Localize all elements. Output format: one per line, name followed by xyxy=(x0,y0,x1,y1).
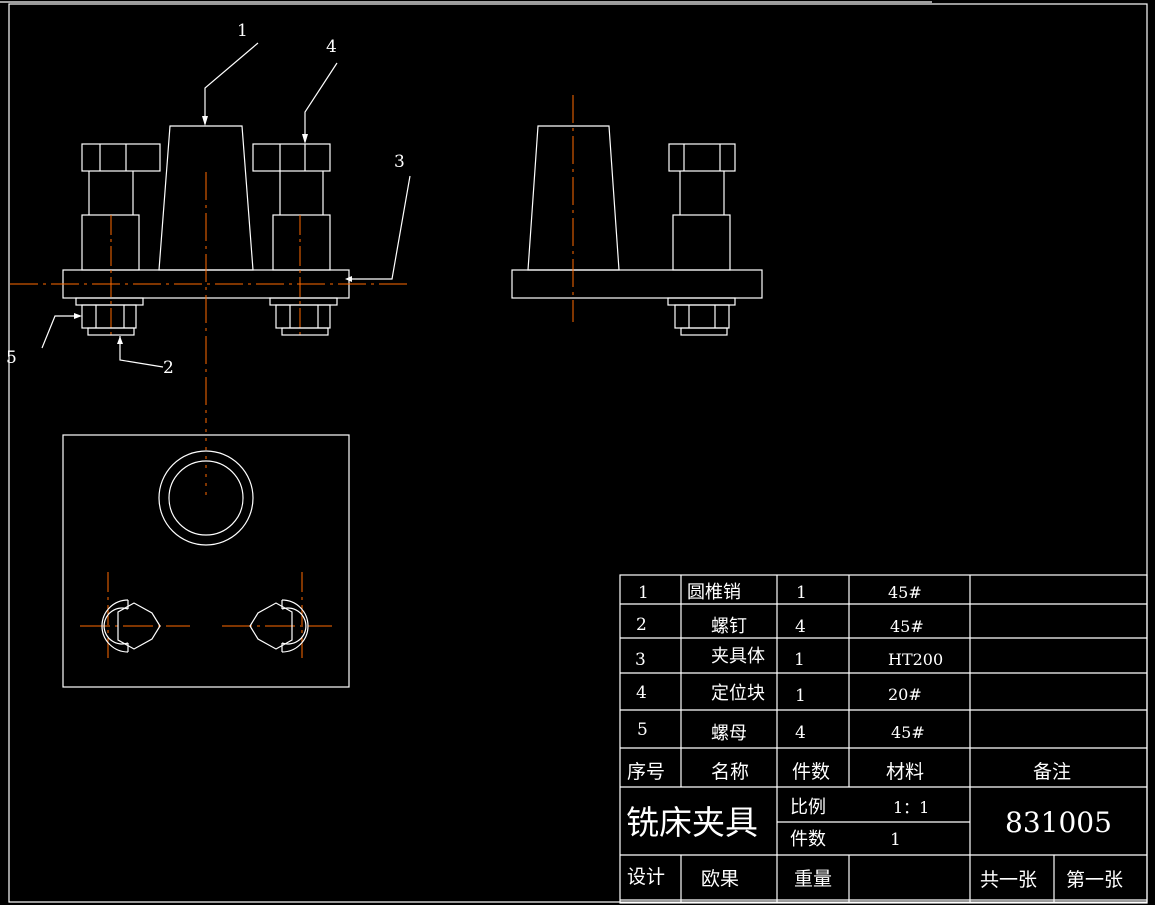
side-view xyxy=(511,95,763,336)
scale-value: 1：1 xyxy=(893,798,929,817)
count-value: 1 xyxy=(890,830,901,850)
bom-header: 序号 名称 件数 材料 备注 xyxy=(627,761,1071,783)
bom-no: 5 xyxy=(637,720,648,740)
count-label: 件数 xyxy=(790,829,826,850)
title-block xyxy=(619,574,1148,904)
bom-qty: 1 xyxy=(795,686,806,706)
header-material: 材料 xyxy=(886,761,924,783)
top-view xyxy=(62,434,350,688)
callout-4: 4 xyxy=(326,37,337,57)
callout-2: 2 xyxy=(163,358,174,378)
sheet-number: 第一张 xyxy=(1066,869,1123,891)
header-qty: 件数 xyxy=(792,761,830,783)
drawing-title: 铣床夹具 xyxy=(626,803,758,842)
right-locating-block xyxy=(249,599,309,653)
left-locating-block xyxy=(101,599,161,653)
bom-material: 45# xyxy=(888,583,922,602)
bom-material: 45# xyxy=(891,723,925,742)
bom-qty: 4 xyxy=(795,617,806,637)
callout-3: 3 xyxy=(394,152,405,172)
bom-no: 1 xyxy=(638,583,649,603)
title-info: 铣床夹具 比例 1：1 件数 1 831005 设计 欧果 重量 共一张 第一张 xyxy=(626,797,1123,891)
front-view: 1 4 3 2 5 xyxy=(6,21,411,498)
designer-name: 欧果 xyxy=(701,868,739,890)
cone-pin xyxy=(158,125,254,271)
leader-lines xyxy=(41,42,411,368)
bom-no: 4 xyxy=(636,683,647,703)
header-no: 序号 xyxy=(627,761,665,783)
weight-label: 重量 xyxy=(794,868,832,890)
callout-5: 5 xyxy=(6,348,17,368)
bom-name: 定位块 xyxy=(711,683,765,704)
callout-1: 1 xyxy=(237,21,248,41)
bom-material: 20# xyxy=(888,685,922,704)
bom-no: 3 xyxy=(635,650,646,670)
header-name: 名称 xyxy=(711,761,749,783)
bom-qty: 1 xyxy=(796,583,807,603)
bom-qty: 4 xyxy=(795,723,806,743)
drawing-number: 831005 xyxy=(1005,806,1112,839)
scale-label: 比例 xyxy=(790,797,826,818)
designer-label: 设计 xyxy=(627,866,665,888)
bom-qty: 1 xyxy=(794,650,805,670)
bom-material: 45# xyxy=(890,617,924,636)
bom-name: 圆椎销 xyxy=(687,582,741,603)
bom-no: 2 xyxy=(636,615,647,635)
bom-name: 夹具体 xyxy=(711,646,765,667)
bom-rows: 1 圆椎销 1 45# 2 螺钉 4 45# 3 夹具体 1 HT200 4 定… xyxy=(635,582,943,744)
left-bolt xyxy=(75,143,161,336)
bom-material: HT200 xyxy=(888,650,943,669)
bom-name: 螺钉 xyxy=(711,616,747,637)
right-bolt xyxy=(252,143,338,336)
bom-name: 螺母 xyxy=(711,723,747,744)
header-note: 备注 xyxy=(1033,761,1071,783)
sheets-total: 共一张 xyxy=(980,869,1037,891)
